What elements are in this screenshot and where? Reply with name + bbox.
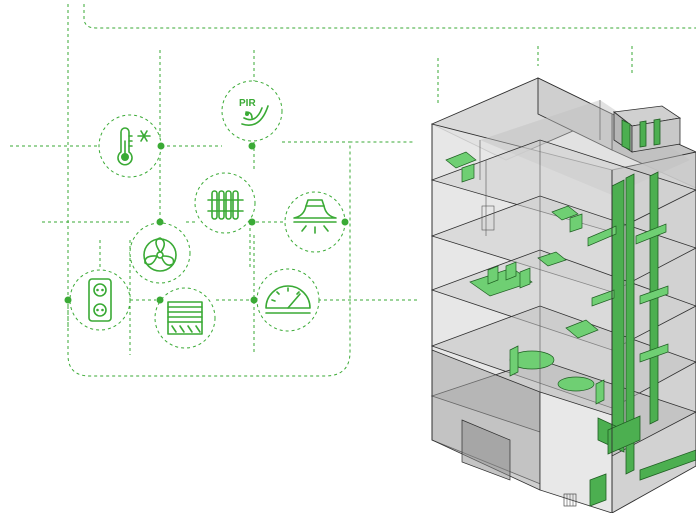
blinds-link-dot [156,296,164,304]
radiator-link-dot [248,218,256,226]
socket-node[interactable] [69,269,131,331]
pir-sensor-node[interactable]: PIR [221,80,283,142]
socket-link-dot [64,296,72,304]
radiator-icon [207,190,244,220]
fan-link-dot [156,218,164,226]
ceiling-lamp-icon [293,199,337,234]
thermostat-node[interactable] [98,114,162,178]
roof-back-wall [537,77,613,151]
rooftop-unit [612,105,682,153]
power-socket-icon [88,278,112,322]
blinds-node[interactable] [154,287,216,349]
entrance-door [461,419,511,481]
office-furniture [445,151,669,405]
window-blinds-icon [167,301,203,335]
thermometer-snowflake-icon [117,127,151,166]
building-cutaway [430,77,696,513]
fan-node[interactable] [129,222,191,284]
energy-meter-node[interactable] [256,268,320,332]
lamp-node[interactable] [284,191,346,253]
building-edges [431,124,696,513]
pir-label: PIR [239,98,256,109]
meter-link-dot [250,296,258,304]
fan-icon [143,237,177,272]
pir-motion-sensor-icon: PIR [239,98,269,126]
thermostat-link-dot [157,142,165,150]
energy-meter-gauge-icon [265,285,311,314]
lamp-link-dot [341,218,349,226]
interior-partitions [479,100,601,507]
pir-link-dot [248,142,256,150]
radiator-node[interactable] [194,172,256,234]
